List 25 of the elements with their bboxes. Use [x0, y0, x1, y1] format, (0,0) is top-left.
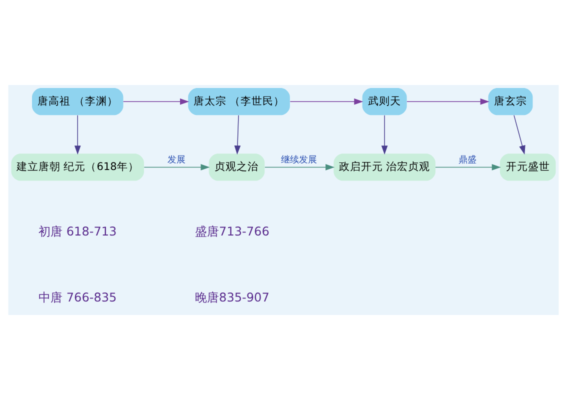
- label: 初唐 618-713: [38, 224, 117, 239]
- node-box: 唐玄宗: [488, 88, 533, 116]
- arrow: [406, 98, 490, 105]
- label: 中唐 766-835: [38, 290, 117, 304]
- edge-label: 鼎盛: [458, 155, 477, 166]
- node-box: 贞观之治: [208, 154, 265, 181]
- node-box: 武则天: [362, 88, 407, 116]
- node-box: 唐高祖 （李渊）: [32, 88, 124, 116]
- node-box: 政启开元 治宏贞观: [334, 154, 436, 181]
- arrow: [144, 164, 210, 170]
- edge-label: 发展: [167, 155, 186, 166]
- arrow: [74, 114, 81, 155]
- arrow: [381, 114, 388, 155]
- arrow: [514, 114, 526, 155]
- arrow: [122, 98, 190, 105]
- node-box: 唐太宗 （李世民）: [188, 88, 290, 116]
- node-box: 开元盛世: [500, 154, 556, 181]
- node-box: 建立唐朝 纪元（618年）: [11, 154, 144, 181]
- arrow: [290, 98, 364, 105]
- arrow: [234, 114, 241, 155]
- edge-label: 继续发展: [281, 155, 318, 166]
- label: 盛唐713-766: [195, 224, 270, 239]
- arrow: [264, 164, 335, 170]
- arrow: [435, 164, 501, 170]
- label: 晚唐835-907: [195, 290, 270, 304]
